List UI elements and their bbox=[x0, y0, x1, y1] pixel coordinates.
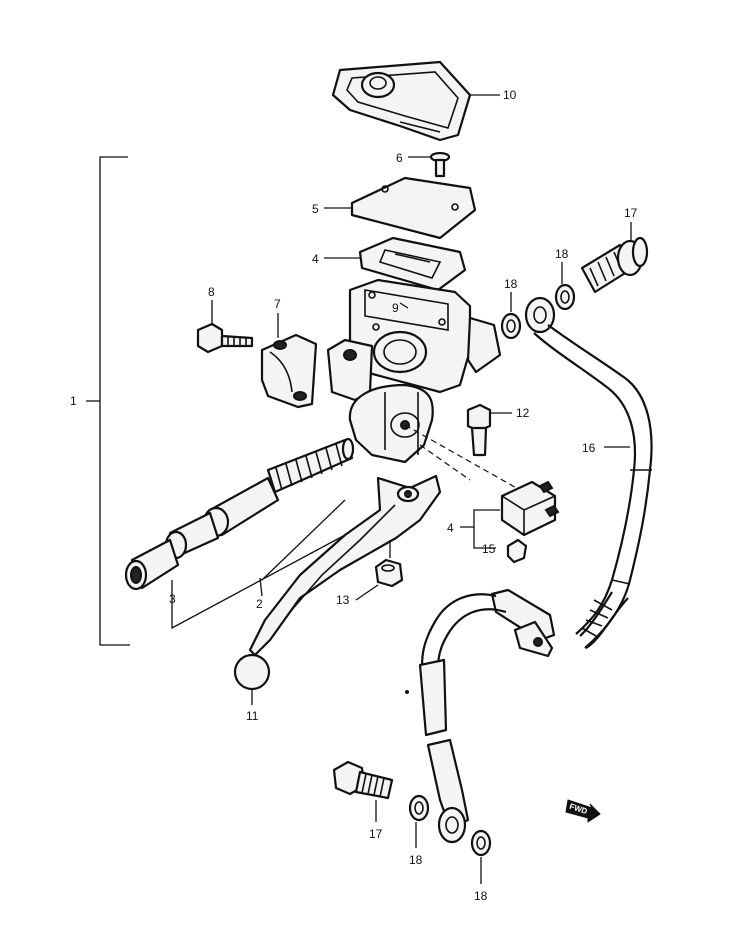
callout-13: 13 bbox=[336, 593, 350, 607]
part-17-banjo-bolt-upper bbox=[580, 222, 649, 294]
callout-18d: 18 bbox=[474, 889, 488, 903]
callout-9: 9 bbox=[392, 301, 399, 315]
part-18-washer-lower-a bbox=[408, 794, 430, 848]
part-18-washer-upper-a bbox=[500, 292, 522, 340]
part-8-bolt bbox=[196, 300, 254, 354]
part-7-clamp bbox=[260, 313, 318, 409]
part-4-clutch-switch bbox=[460, 480, 560, 564]
part-5-reservoir-cap bbox=[324, 176, 477, 240]
part-2-piston-assembly bbox=[124, 437, 355, 630]
callout-labels: 1 2 3 4 4 5 6 7 8 9 10 11 12 13 15 16 17… bbox=[70, 88, 638, 903]
callout-18a: 18 bbox=[504, 277, 518, 291]
part-11-lever bbox=[233, 474, 442, 705]
callout-16: 16 bbox=[582, 441, 596, 455]
callout-5: 5 bbox=[312, 202, 319, 216]
callout-12: 12 bbox=[516, 406, 530, 420]
part-6-screw bbox=[408, 151, 451, 178]
part-18-washer-upper-b bbox=[554, 262, 576, 311]
part-10-gasket bbox=[331, 60, 500, 142]
callout-1: 1 bbox=[70, 394, 77, 408]
part-18-washer-lower-b bbox=[470, 829, 492, 884]
part-12-pivot-bolt bbox=[466, 403, 512, 457]
part-13-nut bbox=[355, 540, 404, 601]
callout-8: 8 bbox=[208, 285, 215, 299]
callout-2: 2 bbox=[256, 597, 263, 611]
callout-10: 10 bbox=[503, 88, 517, 102]
part-17-banjo-bolt-lower bbox=[332, 760, 394, 822]
part-16-clutch-hose bbox=[405, 296, 653, 844]
callout-3: 3 bbox=[169, 592, 176, 606]
callout-18b: 18 bbox=[555, 247, 569, 261]
callout-6: 6 bbox=[396, 151, 403, 165]
callout-7: 7 bbox=[274, 297, 281, 311]
part-4-diaphragm bbox=[324, 236, 467, 292]
callout-4a: 4 bbox=[312, 252, 319, 266]
assembly-bracket bbox=[86, 156, 130, 646]
callout-4b: 4 bbox=[447, 521, 454, 535]
callout-15: 15 bbox=[482, 542, 496, 556]
callout-11: 11 bbox=[246, 709, 259, 723]
callout-18c: 18 bbox=[409, 853, 423, 867]
forward-arrow-icon: FWD bbox=[565, 799, 601, 823]
master-cylinder-body bbox=[326, 278, 502, 464]
callout-17a: 17 bbox=[624, 206, 638, 220]
callout-17b: 17 bbox=[369, 827, 383, 841]
